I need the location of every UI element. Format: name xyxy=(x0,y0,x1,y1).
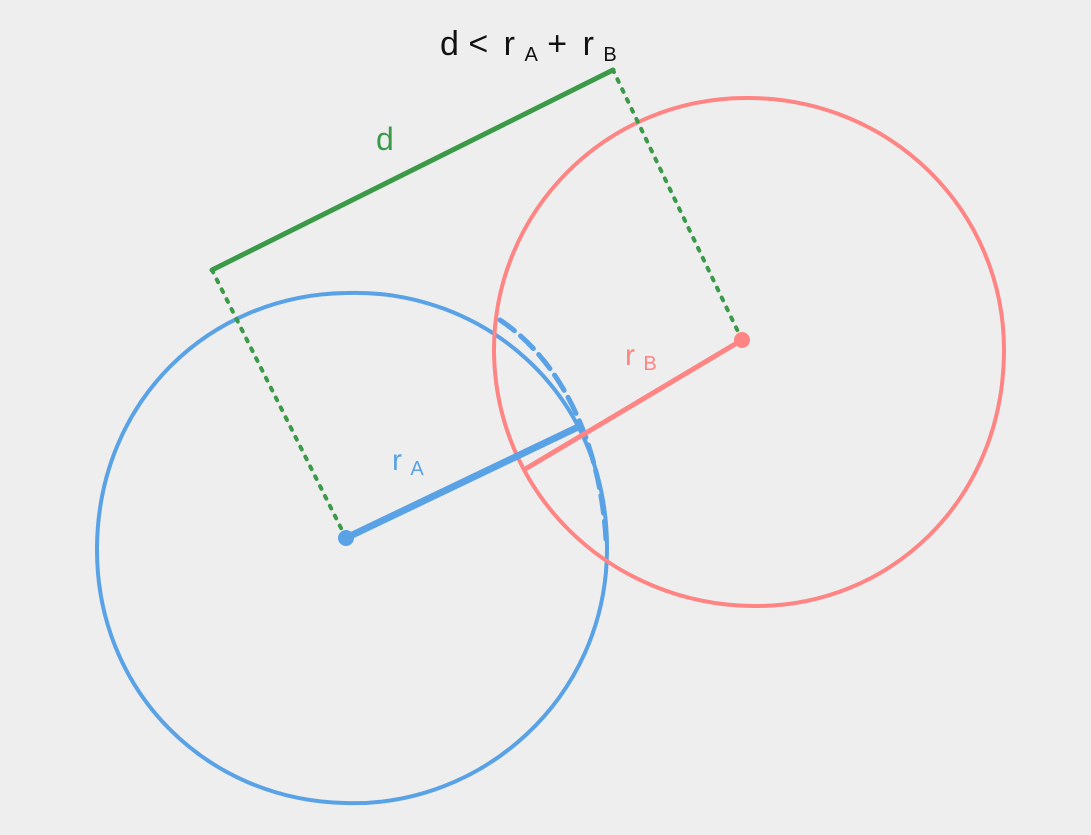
circle-a xyxy=(94,290,610,806)
label-ra-sub: A xyxy=(410,458,424,480)
radius-a-line xyxy=(342,424,580,542)
inequality-plus: + xyxy=(547,25,567,63)
center-a xyxy=(338,530,354,546)
distance-line-d xyxy=(209,67,616,273)
inequality-ra-sub: A xyxy=(524,44,538,66)
label-d: d xyxy=(376,121,394,157)
inequality-label: d < r A + r B xyxy=(440,25,617,69)
dotted-guide-a xyxy=(210,268,348,540)
inequality-rb-sub: B xyxy=(603,44,616,66)
circle-a-dashed-arc xyxy=(497,317,609,543)
inequality-ra: r xyxy=(504,25,515,63)
circle-b xyxy=(491,95,1007,609)
label-rb-main: r xyxy=(625,339,635,372)
label-ra-main: r xyxy=(392,444,402,477)
center-b xyxy=(734,332,750,348)
inequality-rb: r xyxy=(583,25,594,63)
dotted-guide-b xyxy=(611,68,744,342)
inequality-lhs: d < xyxy=(440,25,488,63)
label-rb: r B xyxy=(625,339,657,375)
label-ra: r A xyxy=(392,444,424,480)
label-rb-sub: B xyxy=(643,353,656,375)
radius-b-line xyxy=(524,337,745,471)
